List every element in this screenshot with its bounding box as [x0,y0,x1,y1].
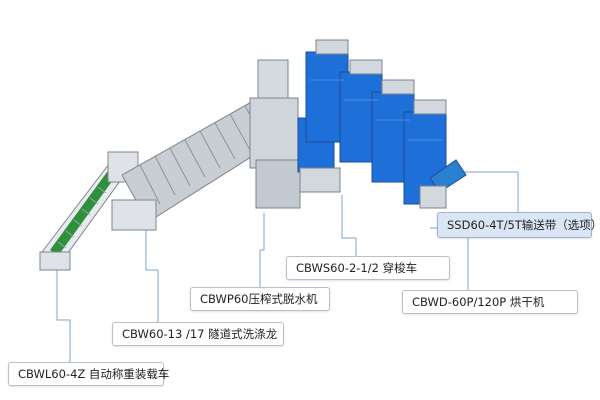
leader-line-tunnel [145,228,159,322]
leader-line-shuttle [341,195,357,256]
press-machine [249,59,301,209]
leader-line-loading [56,270,71,362]
dryer-label: CBWD-60P/120P 烘干机 [402,290,578,314]
output-conveyor-machine [419,159,467,209]
loading-conveyor-machine [39,151,139,271]
tunnel-washer-label: CBW60-13 /17 隧道式洗涤龙 [112,322,284,346]
loading-conveyor-label: CBWL60-4Z 自动称重装载车 [8,362,169,386]
leader-line-press [259,213,265,287]
leader-line-conveyor [462,171,519,212]
shuttle-cart-label: CBWS60-2-1/2 穿梭车 [286,256,450,280]
conveyor-belt-label: SSD60-4T/5T输送带（选项） [437,212,600,238]
press-label: CBWP60压榨式脱水机 [190,287,330,311]
